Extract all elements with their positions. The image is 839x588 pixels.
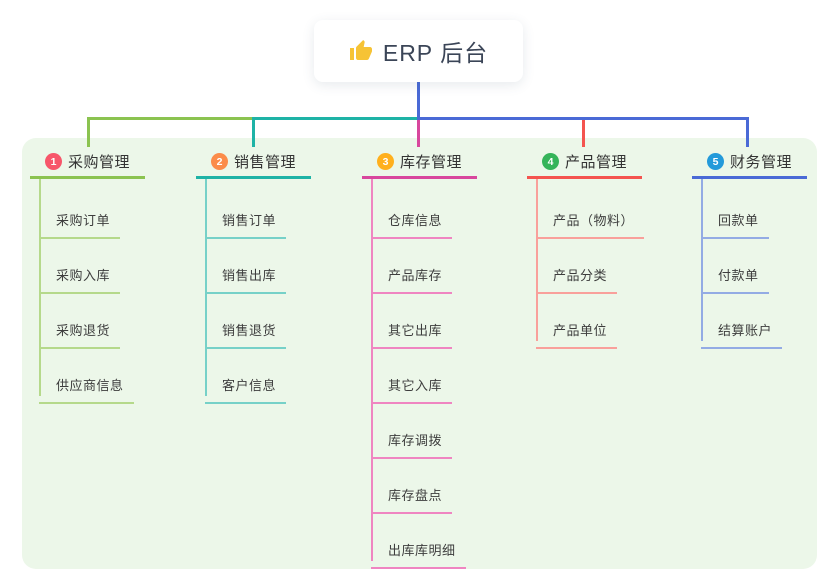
branch-label: 采购管理: [67, 154, 130, 171]
branch-number-badge: 2: [210, 153, 228, 170]
child-node[interactable]: 采购退货: [39, 305, 121, 349]
branch-label: 库存管理: [399, 154, 462, 171]
branch-node-inventory[interactable]: 3 库存管理: [362, 147, 477, 179]
connector-line: [87, 117, 90, 147]
canvas-panel: [22, 138, 817, 569]
connector-line: [582, 117, 585, 147]
child-node[interactable]: 采购入库: [39, 250, 121, 294]
branch-number-badge: 3: [376, 153, 394, 170]
root-title: ERP 后台: [382, 40, 489, 66]
child-node[interactable]: 仓库信息: [371, 195, 453, 239]
branch-trunk-line: [536, 179, 538, 341]
child-node[interactable]: 其它出库: [371, 305, 453, 349]
branch-node-sales[interactable]: 2 销售管理: [196, 147, 311, 179]
branch-number-badge: 5: [706, 153, 724, 170]
child-node[interactable]: 销售订单: [205, 195, 287, 239]
child-node[interactable]: 回款单: [701, 195, 769, 239]
connector-line: [252, 117, 420, 120]
connector-line: [417, 117, 749, 120]
branch-node-product[interactable]: 4 产品管理: [527, 147, 642, 179]
child-node[interactable]: 产品库存: [371, 250, 453, 294]
child-node[interactable]: 产品单位: [536, 305, 618, 349]
child-node[interactable]: 销售出库: [205, 250, 287, 294]
child-node[interactable]: 客户信息: [205, 360, 287, 404]
thumbs-up-icon: [349, 40, 372, 60]
branch-trunk-line: [39, 179, 41, 396]
branch-node-purchase[interactable]: 1 采购管理: [30, 147, 145, 179]
child-node[interactable]: 出库库明细: [371, 525, 466, 569]
child-node[interactable]: 结算账户: [701, 305, 783, 349]
connector-line: [417, 117, 420, 147]
child-node[interactable]: 采购订单: [39, 195, 121, 239]
child-node[interactable]: 供应商信息: [39, 360, 134, 404]
child-node[interactable]: 产品（物料）: [536, 195, 645, 239]
branch-number-badge: 1: [44, 153, 62, 170]
child-node[interactable]: 付款单: [701, 250, 769, 294]
connector-line: [417, 82, 420, 120]
branch-trunk-line: [371, 179, 373, 561]
branch-label: 产品管理: [564, 154, 627, 171]
child-node[interactable]: 库存调拨: [371, 415, 453, 459]
child-node[interactable]: 销售退货: [205, 305, 287, 349]
connector-line: [746, 117, 749, 147]
connector-line: [252, 117, 255, 147]
root-node[interactable]: ERP 后台: [314, 20, 523, 82]
branch-node-finance[interactable]: 5 财务管理: [692, 147, 807, 179]
branch-label: 财务管理: [729, 154, 792, 171]
child-node[interactable]: 其它入库: [371, 360, 453, 404]
branch-number-badge: 4: [541, 153, 559, 170]
branch-trunk-line: [701, 179, 703, 341]
child-node[interactable]: 产品分类: [536, 250, 618, 294]
child-node[interactable]: 库存盘点: [371, 470, 453, 514]
branch-trunk-line: [205, 179, 207, 396]
branch-label: 销售管理: [233, 154, 296, 171]
